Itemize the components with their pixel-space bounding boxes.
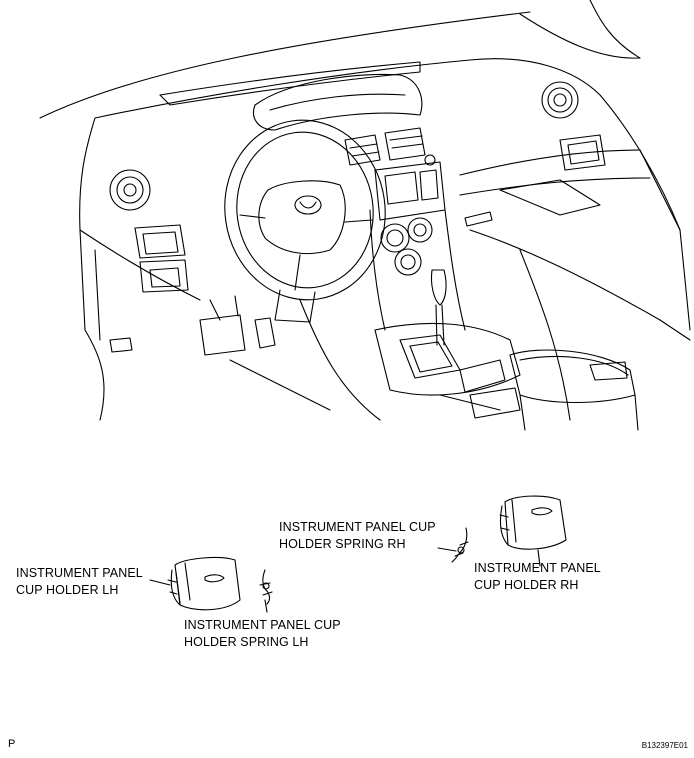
figure-code: B132397E01 <box>641 741 688 750</box>
spring-lh-label: INSTRUMENT PANEL CUP HOLDER SPRING LH <box>184 617 341 651</box>
cup-holder-rh-label: INSTRUMENT PANEL CUP HOLDER RH <box>474 560 601 594</box>
cup-holder-lh-label-line1: INSTRUMENT PANEL <box>16 566 143 580</box>
spring-lh-label-line2: HOLDER SPRING LH <box>184 635 309 649</box>
spring-lh-part <box>259 569 273 613</box>
dashboard-overview <box>39 0 691 431</box>
cup-holder-lh-label-line2: CUP HOLDER LH <box>16 583 119 597</box>
cup-holder-rh-label-line1: INSTRUMENT PANEL <box>474 561 601 575</box>
spring-rh-label-line1: INSTRUMENT PANEL CUP <box>279 520 436 534</box>
cup-holder-lh-part <box>149 556 241 611</box>
footer-left-mark: P <box>8 738 16 750</box>
spring-lh-label-line1: INSTRUMENT PANEL CUP <box>184 618 341 632</box>
cup-holder-rh-label-line2: CUP HOLDER RH <box>474 578 579 592</box>
spring-rh-label-line2: HOLDER SPRING RH <box>279 537 406 551</box>
cup-holder-rh-part <box>499 495 567 567</box>
spring-rh-label: INSTRUMENT PANEL CUP HOLDER SPRING RH <box>279 519 436 553</box>
spring-rh-part <box>437 527 469 563</box>
cup-holder-lh-label: INSTRUMENT PANEL CUP HOLDER LH <box>16 565 143 599</box>
